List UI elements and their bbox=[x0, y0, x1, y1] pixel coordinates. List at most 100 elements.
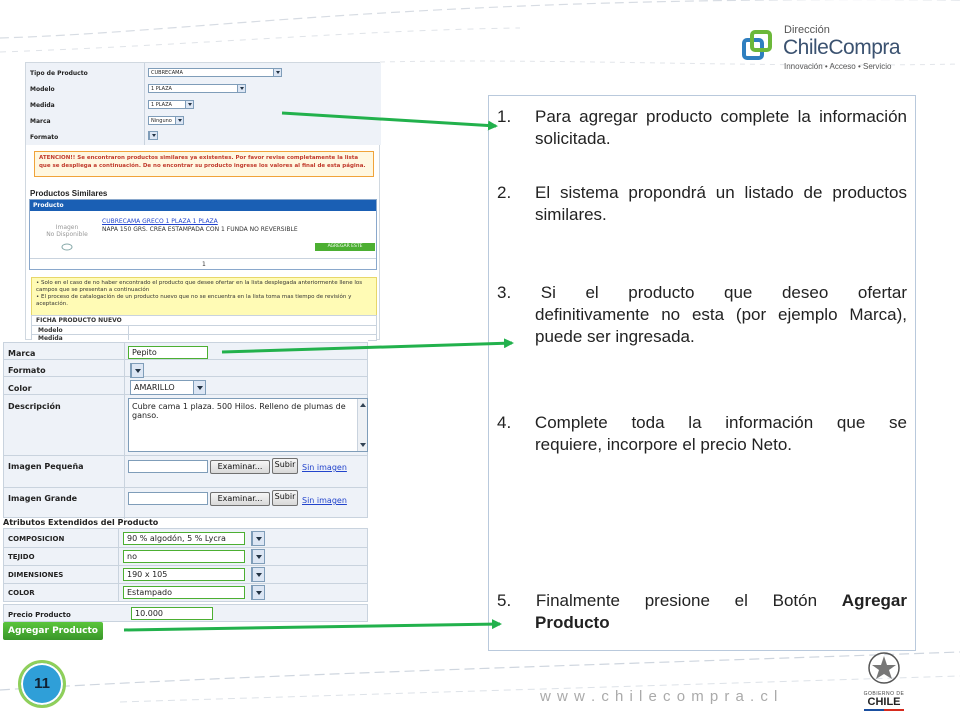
atributos-table: COMPOSICION 90 % algodón, 5 % Lycra TEJI… bbox=[3, 528, 368, 602]
attr-label-composicion: COMPOSICION bbox=[8, 535, 65, 543]
row-sep-5 bbox=[4, 487, 367, 488]
ficha-sep-2 bbox=[32, 334, 376, 335]
coat-of-arms-icon bbox=[868, 652, 900, 684]
imagen-grande-file-input[interactable] bbox=[128, 492, 208, 505]
attr-dimensiones-input[interactable]: 190 x 105 bbox=[123, 568, 245, 581]
chevron-down-icon bbox=[273, 69, 281, 76]
instruction-2-text: El sistema propondrá un listado de produ… bbox=[535, 183, 907, 224]
instruction-2-number: 2. bbox=[497, 183, 512, 202]
textarea-scrollbar[interactable] bbox=[357, 399, 367, 451]
scroll-down-icon[interactable] bbox=[358, 441, 368, 449]
field-formato-select[interactable] bbox=[148, 131, 158, 140]
row-sep-4 bbox=[4, 455, 367, 456]
marca-label: Marca bbox=[8, 349, 36, 358]
attr-composicion-dropdown[interactable] bbox=[251, 531, 265, 546]
ficha-col-divider bbox=[128, 325, 129, 342]
precio-input[interactable]: 10.000 bbox=[131, 607, 213, 620]
form-top-divider bbox=[144, 63, 145, 145]
descripcion-value: Cubre cama 1 plaza. 500 Hilos. Relleno d… bbox=[132, 402, 346, 420]
chevron-down-icon bbox=[175, 117, 183, 124]
ficha-table: FICHA PRODUCTO NUEVO Modelo Medida bbox=[31, 315, 377, 342]
instruction-5-text: 5. Finalmente presione el Botón bbox=[497, 591, 818, 610]
imagen-pequena-sin-imagen-link[interactable]: Sin imagen bbox=[302, 463, 347, 472]
instruction-3-rest: definitivamente no esta (por ejemplo Mar… bbox=[535, 305, 907, 346]
image-text-2: No Disponible bbox=[46, 231, 88, 238]
instruction-5-rest: Producto bbox=[497, 612, 907, 634]
row-sep-1 bbox=[4, 359, 367, 360]
note-line-2: • El proceso de catalogación de un produ… bbox=[36, 294, 352, 307]
attr-color-input[interactable]: Estampado bbox=[123, 586, 245, 599]
field-label-medida: Medida bbox=[30, 102, 55, 109]
similares-header: Producto bbox=[30, 200, 376, 211]
image-text-1: Imagen bbox=[55, 224, 79, 231]
field-label-modelo: Modelo bbox=[30, 86, 55, 93]
gov-line-2: CHILE bbox=[867, 696, 901, 708]
field-tipo-select[interactable]: CUBRECAMA bbox=[148, 68, 282, 77]
precio-row: Precio Producto 10.000 bbox=[3, 604, 368, 622]
instruction-5: 5. Finalmente presione el Botón Agregar … bbox=[497, 590, 907, 634]
screenshot-top: Tipo de Producto CUBRECAMA Modelo 1 PLAZ… bbox=[25, 62, 381, 342]
imagen-pequena-browse-button[interactable]: Examinar... bbox=[210, 460, 270, 474]
imagen-grande-sin-imagen-link[interactable]: Sin imagen bbox=[302, 496, 347, 505]
attr-composicion-input[interactable]: 90 % algodón, 5 % Lycra bbox=[123, 532, 245, 545]
color-select[interactable]: AMARILLO bbox=[130, 380, 206, 395]
attr-tejido-dropdown[interactable] bbox=[251, 549, 265, 564]
row-sep-2 bbox=[4, 376, 367, 377]
descripcion-textarea[interactable]: Cubre cama 1 plaza. 500 Hilos. Relleno d… bbox=[128, 398, 368, 452]
form-main-col-divider bbox=[124, 343, 125, 519]
formato-label: Formato bbox=[8, 366, 46, 375]
attr-color-dropdown[interactable] bbox=[251, 585, 265, 600]
field-medida-select[interactable]: 1 PLAZA bbox=[148, 100, 194, 109]
logo-line2: ChileCompra bbox=[783, 36, 901, 59]
field-modelo-value: 1 PLAZA bbox=[151, 86, 172, 92]
page-number-badge: 11 bbox=[18, 660, 66, 708]
instruction-3: 3. Si el producto que deseo ofertar defi… bbox=[497, 282, 907, 348]
pager[interactable]: 1 bbox=[202, 261, 206, 268]
descripcion-label: Descripción bbox=[8, 402, 61, 411]
scroll-up-icon[interactable] bbox=[358, 401, 368, 409]
gov-line-1: GOBIERNO DE bbox=[863, 691, 905, 697]
field-marca-select[interactable]: Ninguno bbox=[148, 116, 184, 125]
imagen-pequena-file-input[interactable] bbox=[128, 460, 208, 473]
ficha-sep-1 bbox=[32, 325, 376, 326]
field-tipo-value: CUBRECAMA bbox=[151, 70, 183, 76]
instruction-5-bold-2: Producto bbox=[535, 613, 610, 632]
logo-mark-icon bbox=[742, 30, 772, 60]
instruction-1: 1. Para agregar producto complete la inf… bbox=[497, 106, 907, 150]
chevron-down-icon bbox=[237, 85, 245, 92]
instruction-1-text: Para agregar producto complete la inform… bbox=[535, 107, 907, 148]
formato-select[interactable] bbox=[130, 363, 144, 378]
attr-dimensiones-dropdown[interactable] bbox=[251, 567, 265, 582]
atributos-sep-3 bbox=[4, 583, 367, 584]
similar-product-link[interactable]: CUBRECAMA GRECO 1 PLAZA 1 PLAZA bbox=[102, 218, 218, 225]
add-similar-button[interactable]: AGREGAR ESTE PRODUCTO bbox=[315, 243, 375, 257]
chevron-down-icon bbox=[252, 532, 264, 545]
imagen-grande-label: Imagen Grande bbox=[8, 494, 78, 503]
attr-tejido-input[interactable]: no bbox=[123, 550, 245, 563]
field-label-tipo: Tipo de Producto bbox=[30, 70, 88, 77]
atributos-sep-1 bbox=[4, 547, 367, 548]
field-modelo-select[interactable]: 1 PLAZA bbox=[148, 84, 246, 93]
marca-input[interactable]: Pepito bbox=[128, 346, 208, 359]
ficha-row-medida: Medida bbox=[38, 335, 63, 342]
screenshot-bottom: Marca Pepito Formato Color AMARILLO Desc… bbox=[0, 340, 368, 645]
logo-tagline: Innovación • Acceso • Servicio bbox=[784, 62, 892, 71]
form-top-table: Tipo de Producto CUBRECAMA Modelo 1 PLAZ… bbox=[26, 63, 381, 145]
imagen-pequena-upload-button[interactable]: Subir bbox=[272, 458, 298, 474]
warning-box: ATENCION!! Se encontraron productos simi… bbox=[34, 151, 374, 177]
imagen-grande-upload-button[interactable]: Subir bbox=[272, 490, 298, 506]
chevron-down-icon bbox=[149, 132, 157, 139]
chevron-down-icon bbox=[193, 381, 205, 394]
instruction-3-first-line: 3. Si el producto que deseo ofertar bbox=[497, 283, 907, 302]
ficha-title: FICHA PRODUCTO NUEVO bbox=[36, 317, 122, 324]
chevron-down-icon bbox=[252, 550, 264, 563]
similares-box: Producto Imagen No Disponible CUBRECAMA … bbox=[29, 199, 377, 270]
similares-title: Productos Similares bbox=[30, 189, 108, 198]
instructions-box: 1. Para agregar producto complete la inf… bbox=[488, 95, 916, 651]
agregar-producto-button[interactable]: Agregar Producto bbox=[3, 622, 103, 640]
instruction-5-first-line: 5. Finalmente presione el Botón Agregar bbox=[497, 590, 907, 612]
imagen-grande-browse-button[interactable]: Examinar... bbox=[210, 492, 270, 506]
instruction-5-bold-1: Agregar bbox=[841, 591, 907, 610]
logo-line1: Dirección bbox=[784, 24, 830, 36]
